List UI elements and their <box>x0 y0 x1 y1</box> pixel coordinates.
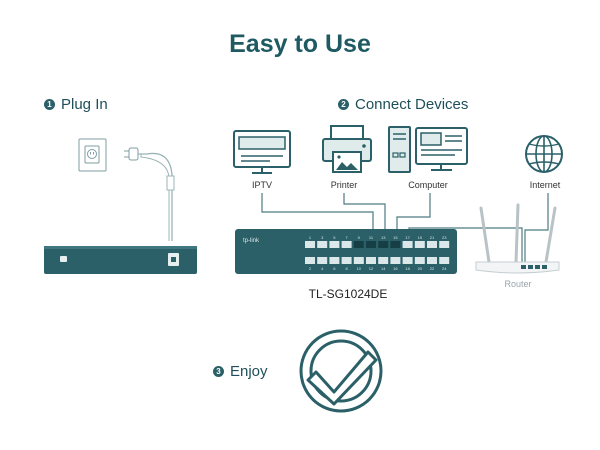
device-label-iptv: IPTV <box>251 180 272 190</box>
tv-icon <box>233 130 291 174</box>
device-label-computer: Computer <box>408 180 448 190</box>
router-icon <box>475 203 560 274</box>
switch-port <box>305 241 315 248</box>
switch-port <box>390 257 401 264</box>
switch-side-view <box>44 246 197 274</box>
port-number-label: 5 <box>333 235 336 240</box>
switch-port <box>390 241 401 248</box>
step-number: 3 <box>213 366 224 377</box>
port-number-label: 20 <box>418 266 423 271</box>
globe-icon <box>525 135 563 173</box>
switch-port <box>439 257 450 264</box>
port-number-label: 16 <box>393 266 398 271</box>
port-number-label: 11 <box>369 235 374 240</box>
checkmark-icon <box>299 329 383 413</box>
switch-port <box>378 241 389 248</box>
port-number-label: 24 <box>442 266 447 271</box>
step-label: Enjoy <box>230 363 268 380</box>
step-connect-devices: 2 Connect Devices <box>338 96 468 113</box>
step-enjoy: 3 Enjoy <box>213 363 268 380</box>
switch-brand-logo: tp-link <box>243 238 260 244</box>
switch-port <box>427 257 437 264</box>
switch-model-name: TL-SG1024DE <box>308 287 388 301</box>
switch-port <box>353 257 364 264</box>
switch-port <box>414 257 425 264</box>
switch-port <box>366 241 376 248</box>
port-number-label: 7 <box>345 235 348 240</box>
port-number-label: 4 <box>321 266 324 271</box>
port-number-label: 19 <box>418 235 423 240</box>
switch-port <box>353 241 364 248</box>
port-number-label: 6 <box>333 266 336 271</box>
port-number-label: 22 <box>430 266 435 271</box>
switch-port <box>317 257 328 264</box>
step-plug-in: 1 Plug In <box>44 96 108 113</box>
outlet-icon <box>78 138 107 172</box>
step-number: 2 <box>338 99 349 110</box>
switch-port <box>378 257 389 264</box>
port-number-label: 3 <box>321 235 324 240</box>
port-number-label: 12 <box>369 266 374 271</box>
switch-port <box>402 241 413 248</box>
printer-icon <box>322 125 372 173</box>
step-label: Plug In <box>61 96 108 113</box>
router-label: Router <box>504 279 532 289</box>
switch-port <box>317 241 328 248</box>
switch-port <box>329 257 340 264</box>
port-number-label: 13 <box>381 235 386 240</box>
power-plug-icon <box>124 147 175 241</box>
switch-port <box>427 241 437 248</box>
port-number-label: 10 <box>357 266 362 271</box>
page-title: Easy to Use <box>229 30 371 58</box>
port-number-label: 8 <box>345 266 348 271</box>
computer-icon <box>388 126 468 173</box>
port-number-label: 21 <box>430 235 435 240</box>
switch-port <box>305 257 315 264</box>
port-number-label: 15 <box>393 235 398 240</box>
port-number-label: 23 <box>442 235 447 240</box>
switch-port <box>402 257 413 264</box>
port-number-label: 17 <box>405 235 410 240</box>
port-number-label: 14 <box>381 266 386 271</box>
port-number-label: 2 <box>309 266 312 271</box>
switch-port <box>341 241 352 248</box>
device-label-printer: Printer <box>330 180 358 190</box>
switch-port <box>366 257 376 264</box>
switch-port <box>341 257 352 264</box>
port-number-label: 1 <box>309 235 312 240</box>
port-number-label: 18 <box>405 266 410 271</box>
switch-port <box>414 241 425 248</box>
step-number: 1 <box>44 99 55 110</box>
switch-port <box>439 241 450 248</box>
switch-port <box>329 241 340 248</box>
device-label-internet: Internet <box>529 180 561 190</box>
step-label: Connect Devices <box>355 96 469 113</box>
port-number-label: 9 <box>358 235 361 240</box>
